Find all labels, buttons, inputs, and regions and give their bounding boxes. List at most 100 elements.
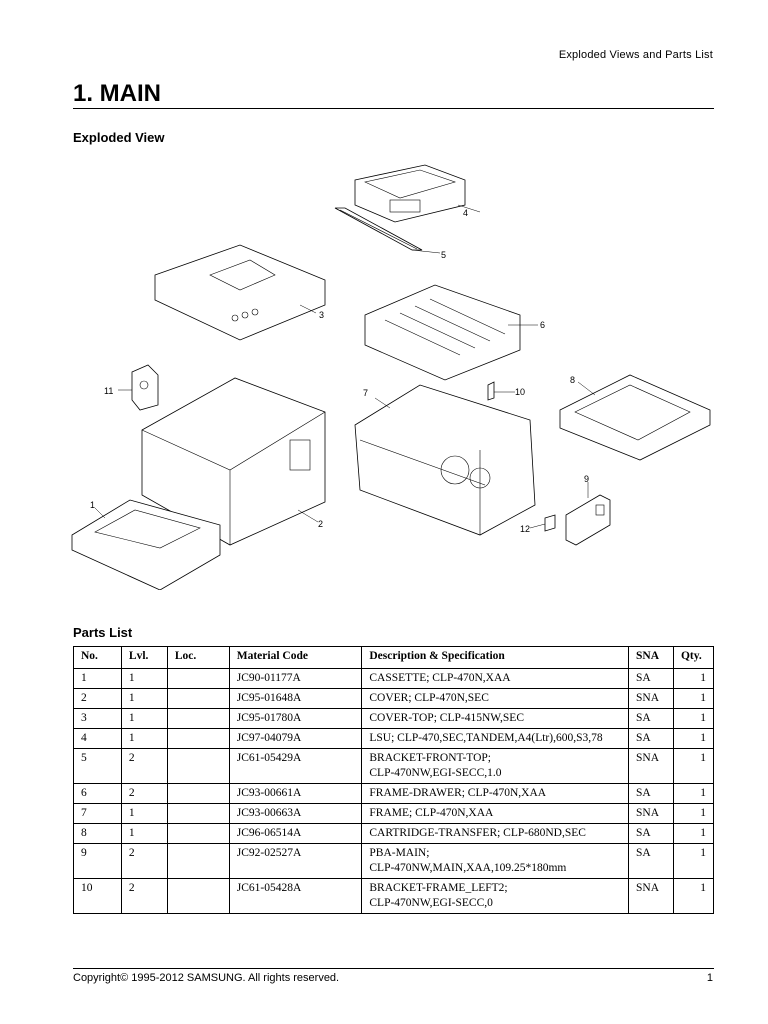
cell-no: 7 (73, 803, 122, 824)
cell-qty: 1 (672, 783, 715, 804)
cell-qty: 1 (672, 688, 715, 709)
description-line: LSU; CLP-470,SEC,TANDEM,A4(Ltr),600,S3,7… (369, 732, 603, 744)
cell-loc (166, 843, 230, 879)
part-frame-drawing (354, 384, 536, 536)
running-header: Exploded Views and Parts List (558, 49, 713, 61)
cell-no: 10 (73, 878, 122, 914)
column-header-lvl: Lvl. (120, 646, 168, 669)
cell-sna: SA (628, 708, 674, 729)
callout-6: 6 (540, 320, 545, 330)
cell-sna: SNA (628, 748, 674, 784)
cell-qty: 1 (672, 728, 715, 749)
cell-lvl: 2 (120, 783, 168, 804)
description-line: BRACKET-FRAME_LEFT2; (369, 882, 508, 894)
cell-description: BRACKET-FRAME_LEFT2; CLP-470NW,EGI-SECC,0 (361, 878, 630, 914)
cell-material-code: JC92-02527A (228, 843, 363, 879)
description-line-2: CLP-470NW,MAIN,XAA,109.25*180mm (369, 862, 567, 874)
cell-description: CARTRIDGE-TRANSFER; CLP-680ND,SEC (361, 823, 630, 844)
cell-loc (166, 728, 230, 749)
cell-loc (166, 803, 230, 824)
cell-lvl: 1 (120, 708, 168, 729)
cell-no: 8 (73, 823, 122, 844)
cell-no: 4 (73, 728, 122, 749)
cell-description: COVER-TOP; CLP-415NW,SEC (361, 708, 630, 729)
cell-material-code: JC93-00663A (228, 803, 363, 824)
callout-4: 4 (463, 208, 468, 218)
cell-material-code: JC97-04079A (228, 728, 363, 749)
callout-12: 12 (520, 524, 530, 534)
cell-loc (166, 688, 230, 709)
description-line: COVER; CLP-470N,SEC (369, 692, 489, 704)
callout-9: 9 (584, 474, 589, 484)
description-line: FRAME; CLP-470N,XAA (369, 807, 494, 819)
callout-11: 11 (104, 386, 113, 396)
cell-lvl: 1 (120, 803, 168, 824)
cell-description: FRAME-DRAWER; CLP-470N,XAA (361, 783, 630, 804)
cell-qty: 1 (672, 823, 715, 844)
cell-description: PBA-MAIN; CLP-470NW,MAIN,XAA,109.25*180mm (361, 843, 630, 879)
description-line: COVER-TOP; CLP-415NW,SEC (369, 712, 525, 724)
cell-qty: 1 (672, 668, 715, 689)
part-cover-main-drawing (141, 377, 326, 546)
cell-sna: SA (628, 843, 674, 879)
description-line: CASSETTE; CLP-470N,XAA (369, 672, 511, 684)
cell-sna: SNA (628, 803, 674, 824)
cell-no: 9 (73, 843, 122, 879)
cell-sna: SNA (628, 878, 674, 914)
description-line-2: CLP-470NW,EGI-SECC,0 (369, 897, 493, 909)
cell-description: CASSETTE; CLP-470N,XAA (361, 668, 630, 689)
cell-loc (166, 783, 230, 804)
cell-qty: 1 (672, 708, 715, 729)
description-line: CARTRIDGE-TRANSFER; CLP-680ND,SEC (369, 827, 586, 839)
column-header-sna: SNA (628, 646, 674, 669)
cell-no: 1 (73, 668, 122, 689)
cell-no: 5 (73, 748, 122, 784)
callout-7: 7 (363, 388, 368, 398)
cell-material-code: JC90-01177A (228, 668, 363, 689)
part-cassette-drawing (71, 499, 221, 590)
cell-no: 2 (73, 688, 122, 709)
callout-1: 1 (90, 500, 95, 510)
part-12-drawing (544, 514, 556, 532)
cell-sna: SA (628, 668, 674, 689)
description-line: BRACKET-FRONT-TOP; (369, 752, 492, 764)
page-title: 1. MAIN (73, 80, 162, 107)
cell-loc (166, 708, 230, 729)
cell-lvl: 2 (120, 843, 168, 879)
cell-description: FRAME; CLP-470N,XAA (361, 803, 630, 824)
column-header-description: Description & Specification (361, 646, 630, 669)
description-line-2: CLP-470NW,EGI-SECC,1.0 (369, 767, 502, 779)
table-row: 4 1 JC97-04079A LSU; CLP-470,SEC,TANDEM,A4(… (73, 728, 715, 749)
cell-qty: 1 (672, 843, 715, 879)
cell-material-code: JC95-01648A (228, 688, 363, 709)
column-header-loc: Loc. (166, 646, 230, 669)
cell-loc (166, 748, 230, 784)
cell-description: BRACKET-FRONT-TOP; CLP-470NW,EGI-SECC,1.0 (361, 748, 630, 784)
part-11-drawing (131, 364, 159, 411)
title-divider (73, 108, 714, 109)
part-cover-top-drawing (154, 244, 326, 341)
part-cartridge-transfer-drawing (559, 374, 711, 461)
callout-2: 2 (318, 519, 323, 529)
part-bracket-front-top-drawing (334, 207, 423, 251)
cell-qty: 1 (672, 878, 715, 914)
cell-material-code: JC95-01780A (228, 708, 363, 729)
column-header-material-code: Material Code (228, 646, 363, 669)
cell-no: 3 (73, 708, 122, 729)
cell-sna: SA (628, 783, 674, 804)
description-line: FRAME-DRAWER; CLP-470N,XAA (369, 787, 547, 799)
footer-copyright: Copyright© 1995-2012 SAMSUNG. All rights… (73, 972, 340, 984)
description-line: PBA-MAIN; (369, 847, 430, 859)
column-header-no: No. (73, 646, 122, 669)
cell-description: COVER; CLP-470N,SEC (361, 688, 630, 709)
parts-table: No. Lvl. Loc. Material Code Description … (73, 646, 715, 914)
